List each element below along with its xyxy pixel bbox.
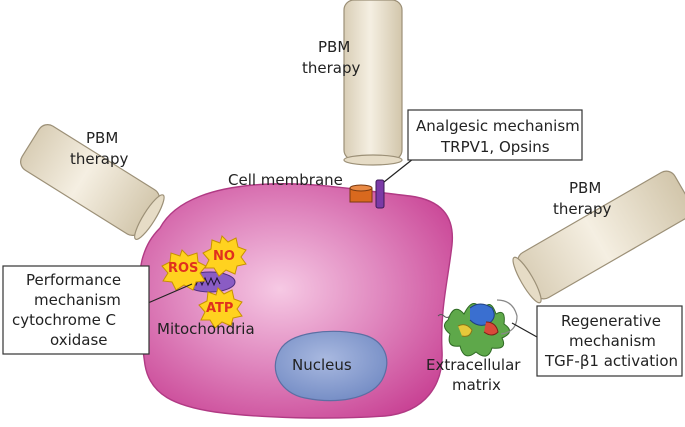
analgesic-line-1: Analgesic mechanism — [416, 117, 580, 135]
performance-line-4: oxidase — [50, 331, 108, 349]
regenerative-box — [536, 305, 683, 377]
ecm-label-1: Extracellular — [426, 356, 521, 374]
laser-cylinder-left — [20, 124, 165, 240]
analgesic-line-2: TRPV1, Opsins — [440, 138, 550, 156]
mitochondria-label: Mitochondria — [157, 320, 255, 338]
laser-top-label-1: PBM — [318, 38, 350, 56]
performance-line-3: cytochrome C — [12, 311, 116, 329]
laser-cylinder-top — [343, 0, 403, 166]
no-label: NO — [213, 249, 235, 264]
ion-channel-purple — [375, 179, 385, 209]
laser-right-label-2: therapy — [553, 200, 611, 218]
performance-pointer — [147, 283, 193, 304]
laser-left-label-1: PBM — [86, 129, 118, 147]
analgesic-box — [407, 109, 583, 161]
regenerative-line-3: TGF-β1 activation — [544, 352, 678, 370]
ion-channel-orange — [349, 184, 373, 203]
laser-cylinder-right — [512, 170, 685, 304]
regenerative-pointer — [511, 322, 538, 338]
ros-burst — [161, 249, 207, 291]
laser-right-label-1: PBM — [569, 179, 601, 197]
nucleus-label: Nucleus — [292, 356, 352, 374]
no-burst — [202, 235, 247, 277]
atp-label: ATP — [206, 301, 233, 316]
regenerative-line-1: Regenerative — [561, 312, 661, 330]
laser-top-label-2: therapy — [302, 59, 360, 77]
performance-box — [2, 265, 150, 355]
nucleus — [274, 330, 388, 402]
regenerative-line-2: mechanism — [569, 332, 656, 350]
cell-membrane-label: Cell membrane — [228, 171, 343, 189]
ecm-label-2: matrix — [452, 376, 501, 394]
tgf-beta-protein-structure — [437, 299, 518, 357]
performance-line-1: Performance — [26, 271, 121, 289]
atp-burst — [198, 287, 243, 329]
laser-left-label-2: therapy — [70, 150, 128, 168]
performance-line-2: mechanism — [34, 291, 121, 309]
ros-label: ROS — [168, 261, 198, 276]
